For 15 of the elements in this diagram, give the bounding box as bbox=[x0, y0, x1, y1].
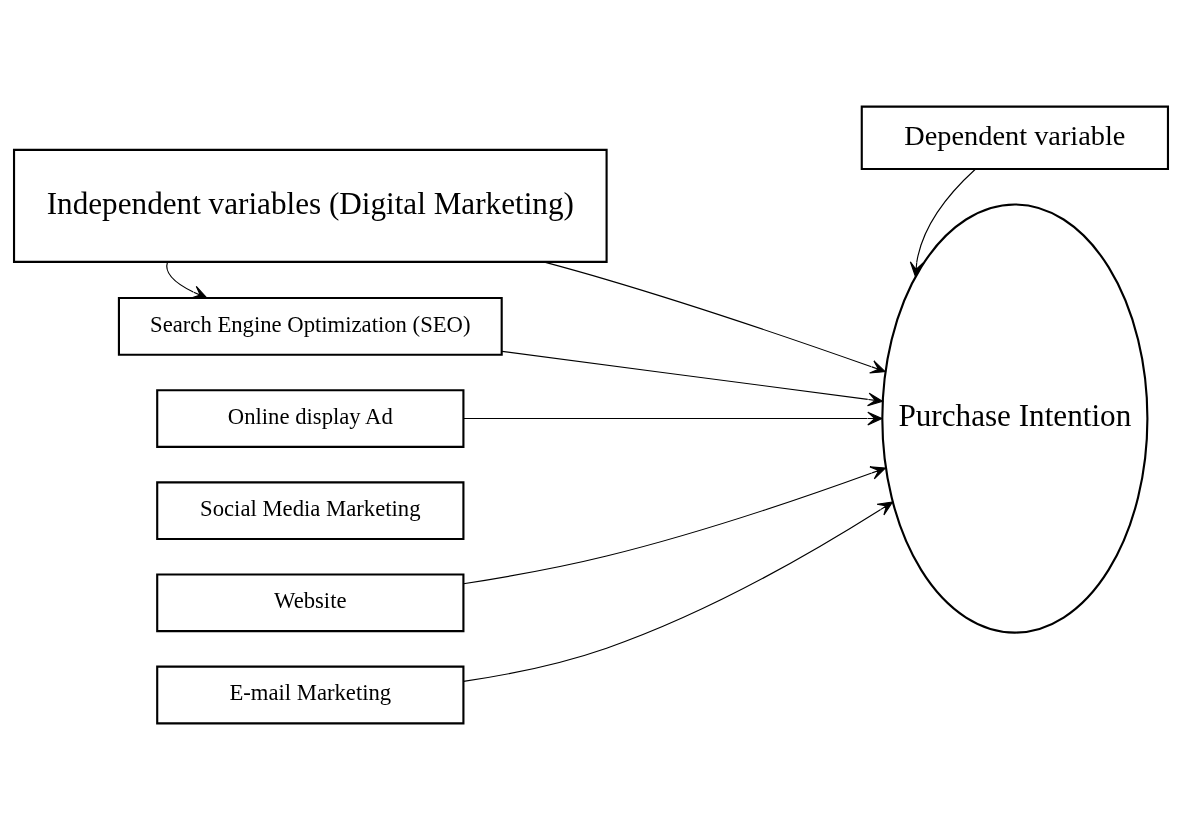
node-box: Social Media Marketing bbox=[156, 480, 465, 540]
node-ellipse: Purchase Intention bbox=[881, 202, 1149, 634]
node-box: Independent variables (Digital Marketing) bbox=[12, 148, 608, 263]
node-box: Search Engine Optimization (SEO) bbox=[117, 296, 503, 356]
node-box: Online display Ad bbox=[156, 388, 465, 448]
arrow bbox=[462, 465, 886, 584]
arrow bbox=[909, 168, 976, 277]
arrow bbox=[543, 260, 886, 373]
node-box: Dependent variable bbox=[860, 105, 1170, 170]
arrow bbox=[462, 500, 894, 682]
arrow bbox=[166, 260, 208, 299]
arrow bbox=[463, 411, 883, 425]
node-box: E-mail Marketing bbox=[156, 665, 465, 724]
arrow bbox=[501, 350, 883, 406]
node-box: Website bbox=[156, 572, 465, 632]
